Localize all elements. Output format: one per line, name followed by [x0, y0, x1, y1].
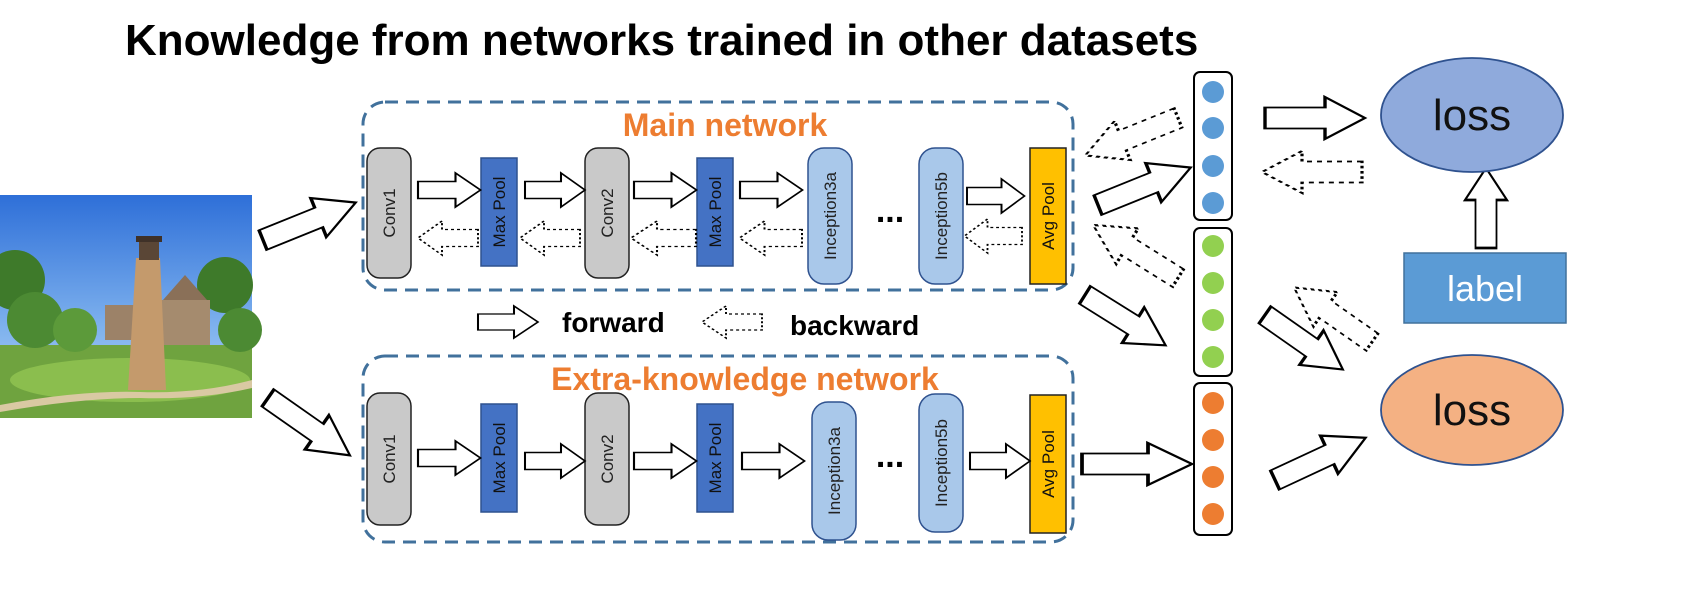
main-conv1-block [366, 147, 412, 279]
label-box [1403, 252, 1567, 324]
main-inception3a-label: Inception3a [821, 172, 840, 260]
extra-inception5b-label: Inception5b [932, 419, 951, 507]
extra-maxpool2-block [696, 403, 734, 513]
legend-backward-label: backward [790, 310, 919, 341]
loss-top-label: loss [1433, 91, 1511, 140]
extra-network-label: Extra-knowledge network [551, 361, 939, 397]
extra-maxpool2-label: Max Pool [706, 423, 725, 494]
orange-feature-vector [1193, 382, 1233, 536]
main-ellipsis: ... [876, 192, 904, 230]
main-conv2-label: Conv2 [598, 188, 617, 237]
blue-vector-to-loss-arrow [1263, 95, 1367, 141]
main-inception5b-label: Inception5b [932, 172, 951, 260]
main-conv1-label: Conv1 [380, 188, 399, 237]
main-network-label: Main network [623, 107, 828, 143]
blue-vector-backward-arrow [1075, 97, 1188, 177]
forward-arrow-to-main [253, 181, 366, 262]
label-to-loss-arrow [1463, 166, 1509, 250]
loss-bottom-label: loss [1433, 386, 1511, 435]
loss-backward-arrow [1260, 149, 1364, 195]
main-maxpool2-label: Max Pool [706, 177, 725, 248]
forward-arrow-to-extra [254, 379, 364, 475]
main-maxpool2-block [696, 157, 734, 267]
green-vector-backward-arrow [1080, 205, 1191, 298]
main-avgpool-block [1029, 147, 1067, 285]
extra-to-orange-vector-arrow [1080, 441, 1194, 487]
main-maxpool1-label: Max Pool [490, 177, 509, 248]
extra-conv1-block [366, 392, 412, 526]
extra-network-container [361, 354, 1075, 544]
main-network-layers: Conv1 Max Pool Conv2 Max Pool Inception3… [366, 147, 1067, 285]
extra-inception5b-block [918, 393, 964, 533]
legend-forward-label: forward [562, 307, 665, 338]
extra-ellipsis: ... [876, 437, 904, 475]
blue-feature-vector [1193, 71, 1233, 221]
label-box-text: label [1447, 268, 1523, 309]
extra-conv2-label: Conv2 [598, 434, 617, 483]
extra-maxpool1-block [480, 403, 518, 513]
legend-forward-arrow [476, 304, 540, 340]
diagram-title: Knowledge from networks trained in other… [125, 16, 1198, 65]
extra-maxpool1-label: Max Pool [490, 423, 509, 494]
extra-network-layers: Conv1 Max Pool Conv2 Max Pool Inception3… [366, 392, 1067, 541]
main-inception3a-block [807, 147, 853, 285]
input-photo [0, 195, 262, 418]
main-maxpool1-block [480, 157, 518, 267]
orange-vector-to-loss-arrow [1264, 417, 1377, 501]
extra-inception3a-label: Inception3a [825, 427, 844, 515]
main-conv2-block [584, 147, 630, 279]
loss-bottom-ellipse [1380, 354, 1564, 466]
extra-conv2-block [584, 392, 630, 526]
main-avgpool-label: Avg Pool [1039, 182, 1058, 250]
main-inception5b-block [918, 147, 964, 285]
extra-avgpool-label: Avg Pool [1039, 430, 1058, 498]
extra-inception3a-block [811, 401, 857, 541]
main-to-blue-vector-arrow [1088, 146, 1201, 227]
extra-avgpool-block [1029, 394, 1067, 534]
extra-conv1-label: Conv1 [380, 434, 399, 483]
green-feature-vector [1193, 227, 1233, 377]
main-to-green-vector-arrow [1072, 275, 1179, 365]
loss-top-ellipse [1380, 57, 1564, 173]
legend-backward-arrow [701, 305, 763, 339]
